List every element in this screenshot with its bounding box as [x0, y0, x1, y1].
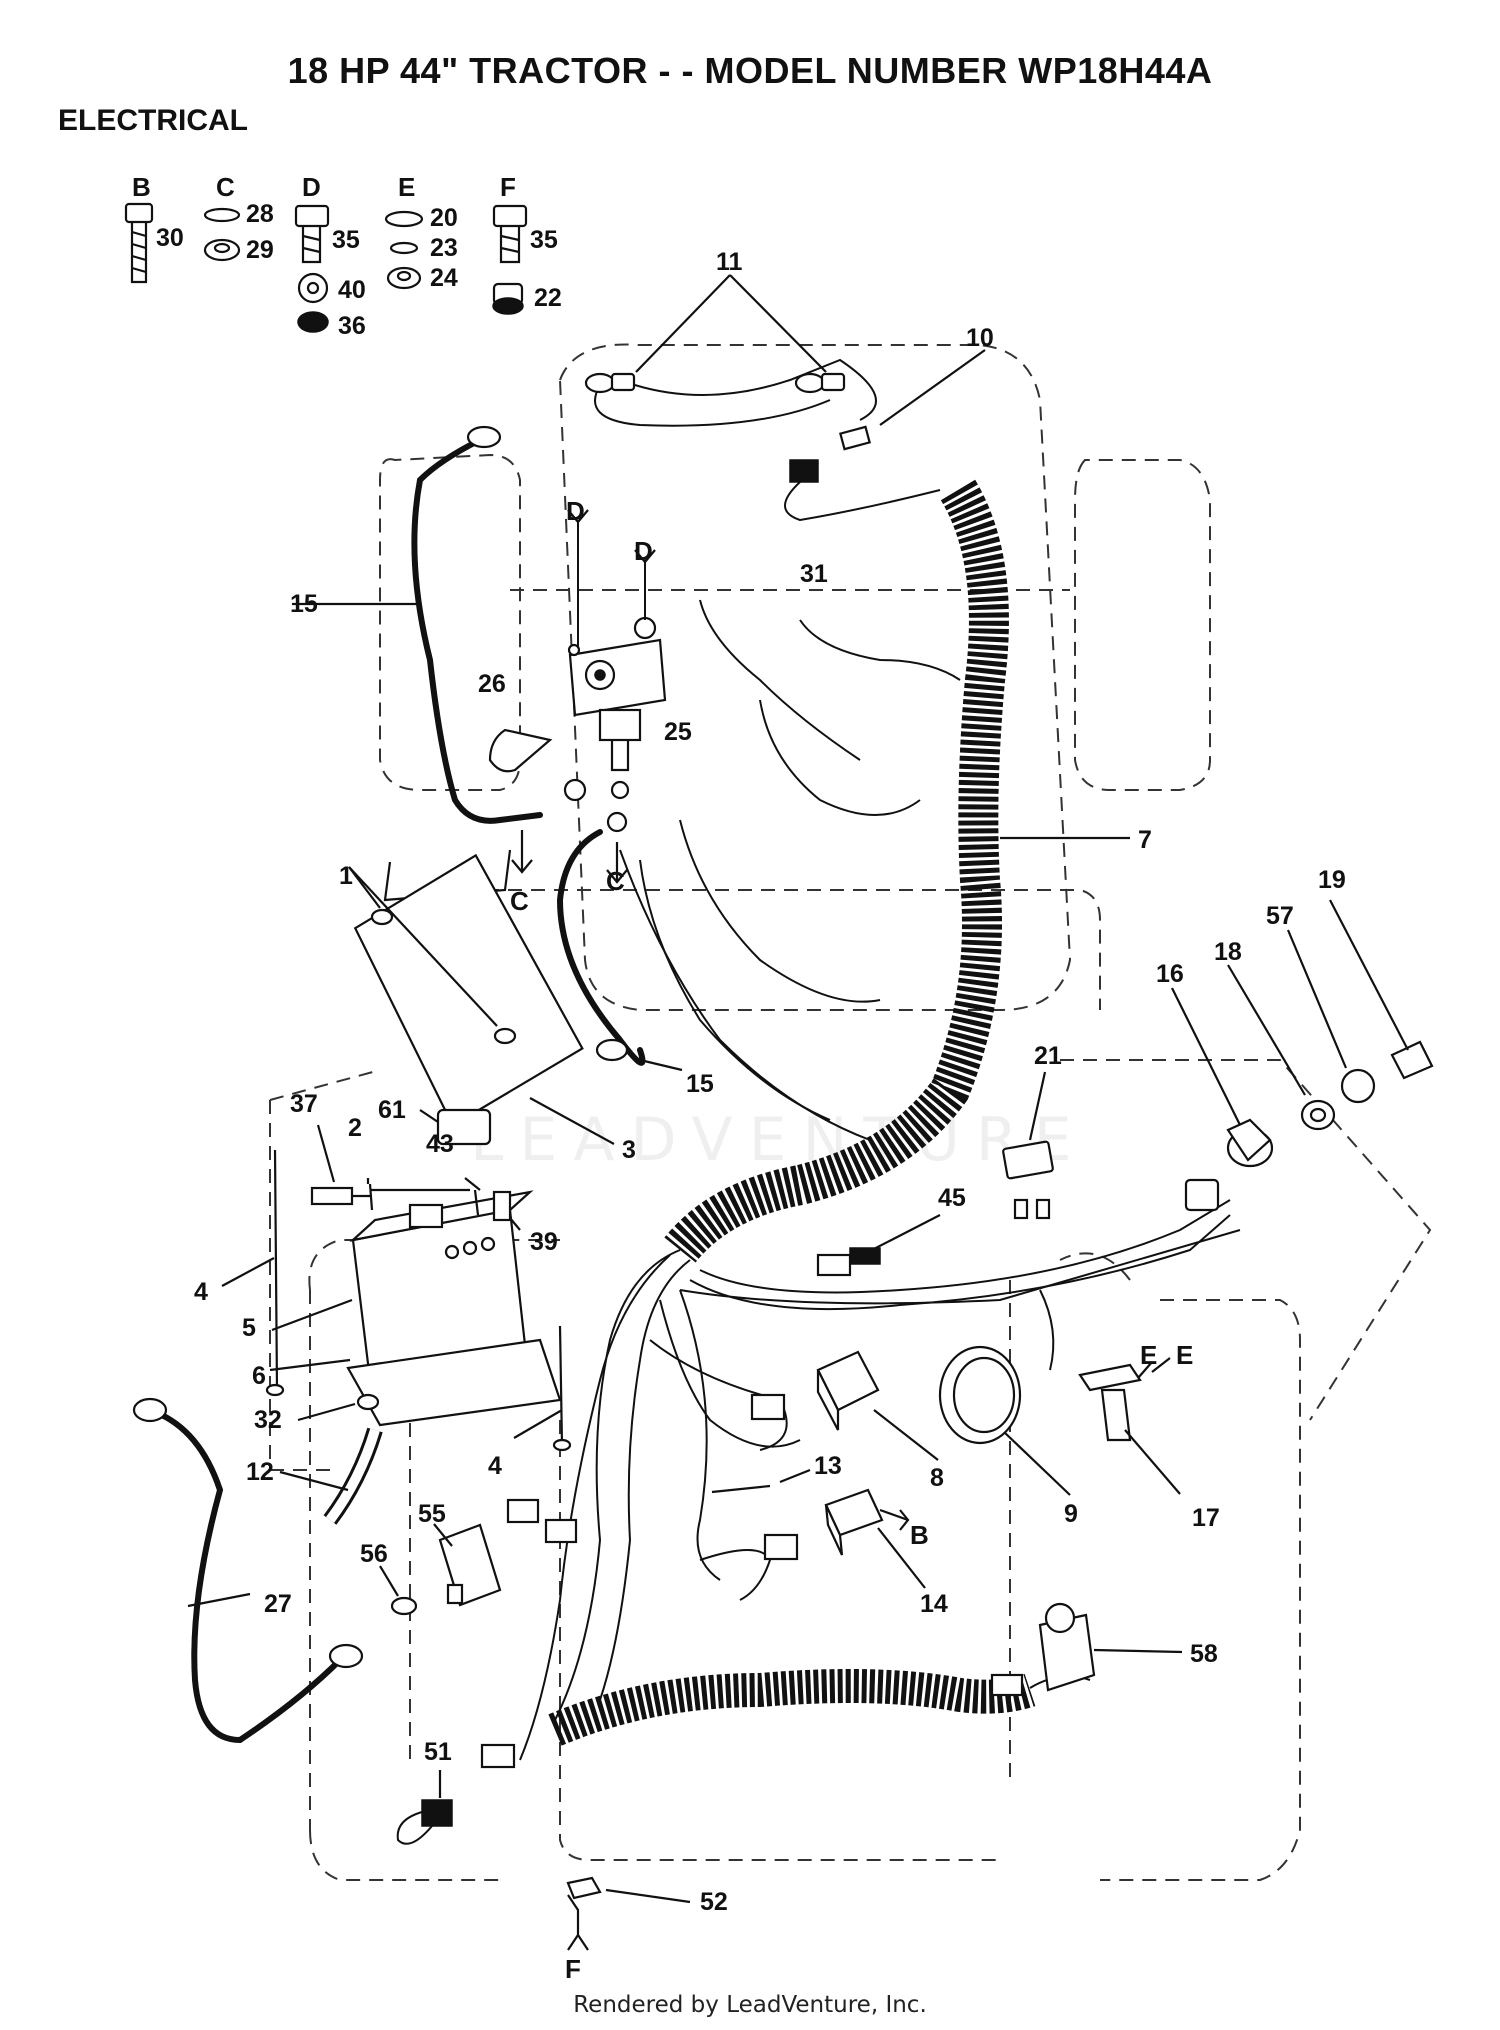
hardware-group-e: E 20 23 24	[384, 172, 458, 292]
relay-meter-bracket: E E	[816, 1340, 1193, 1496]
callout-56: 56	[360, 1540, 388, 1568]
callout-35-d: 35	[332, 226, 360, 254]
callout-labels: 1 2 3 4 4 5 6 7 8 9 10 11 12 13 14 15 15…	[194, 248, 1346, 1916]
callout-6: 6	[252, 1362, 266, 1390]
callout-16: 16	[1156, 960, 1184, 988]
callout-13: 13	[814, 1452, 842, 1480]
callout-3: 3	[622, 1136, 636, 1164]
callout-35-f: 35	[530, 226, 558, 254]
callout-40: 40	[338, 276, 366, 304]
callout-2: 2	[348, 1114, 362, 1142]
callout-15-bottom: 15	[686, 1070, 714, 1098]
callout-39: 39	[530, 1228, 558, 1256]
page-title: 18 HP 44" TRACTOR - - MODEL NUMBER WP18H…	[287, 50, 1213, 91]
callout-5: 5	[242, 1314, 256, 1342]
footer-credit: Rendered by LeadVenture, Inc.	[573, 1992, 927, 2018]
watermark-text: LEADVENTURE	[470, 1105, 1088, 1175]
callout-18: 18	[1214, 938, 1242, 966]
callout-22: 22	[534, 284, 562, 312]
callout-12: 12	[246, 1458, 274, 1486]
callout-1: 1	[339, 862, 353, 890]
conn-letter-b: B	[910, 1520, 929, 1550]
callout-58: 58	[1190, 1640, 1218, 1668]
conn-letter-d-2: D	[634, 536, 653, 566]
callout-45: 45	[938, 1184, 966, 1212]
hardware-group-b: B 30	[124, 172, 184, 284]
callout-30: 30	[156, 224, 184, 252]
callout-15-top: 15	[290, 590, 318, 618]
hardware-letter-f: F	[500, 172, 516, 202]
callout-37: 37	[290, 1090, 318, 1118]
callout-4-right: 4	[488, 1452, 502, 1480]
callout-32: 32	[254, 1406, 282, 1434]
callout-9: 9	[1064, 1500, 1078, 1528]
ground-cable-and-hose	[132, 1393, 383, 1744]
callout-28: 28	[246, 200, 274, 228]
hardware-letter-c: C	[216, 172, 235, 202]
harness-wires	[519, 599, 1241, 1761]
callout-55: 55	[418, 1500, 446, 1528]
ignition-switch-assembly	[1171, 899, 1434, 1212]
hardware-letter-e: E	[398, 172, 415, 202]
conn-letter-c-1: C	[510, 886, 529, 916]
hardware-group-c: C 28 29	[203, 172, 274, 264]
callout-31: 31	[800, 560, 828, 588]
conn-letter-e-2: E	[1176, 1340, 1193, 1370]
switch-and-connector	[816, 1071, 1054, 1277]
callout-36: 36	[338, 312, 366, 340]
tractor-outline	[269, 343, 1432, 1881]
callout-4-left: 4	[194, 1278, 208, 1306]
main-harness-conduit	[548, 479, 1130, 1746]
hardware-group-d: D 35 40 36	[294, 172, 366, 340]
rear-connectors: F	[396, 1393, 1183, 1984]
callout-8: 8	[930, 1464, 944, 1492]
callout-25: 25	[664, 718, 692, 746]
callout-26: 26	[478, 670, 506, 698]
callout-21: 21	[1034, 1042, 1062, 1070]
battery-cables: C C	[292, 425, 683, 1072]
conn-letter-c-2: C	[606, 866, 625, 896]
hardware-letter-b: B	[132, 172, 151, 202]
conn-letter-d-1: D	[566, 496, 585, 526]
conn-letter-f: F	[565, 1954, 581, 1984]
section-heading: ELECTRICAL	[58, 104, 248, 137]
headlight-harness	[584, 274, 986, 522]
conn-letter-e-1: E	[1140, 1340, 1157, 1370]
callout-27: 27	[264, 1590, 292, 1618]
callout-7: 7	[1138, 826, 1152, 854]
pto-switch	[379, 1523, 502, 1616]
callout-57: 57	[1266, 902, 1294, 930]
callout-20: 20	[430, 204, 458, 232]
callout-23: 23	[430, 234, 458, 262]
battery-hold-down	[348, 849, 615, 1145]
hardware-letter-d: D	[302, 172, 321, 202]
callout-14: 14	[920, 1590, 948, 1618]
callout-10: 10	[966, 324, 994, 352]
callout-24: 24	[430, 264, 458, 292]
callout-19: 19	[1318, 866, 1346, 894]
callout-43: 43	[426, 1130, 454, 1158]
battery-assembly	[221, 1108, 572, 1452]
callout-17: 17	[1192, 1504, 1220, 1532]
starter-solenoid: D D	[488, 496, 667, 833]
callout-29: 29	[246, 236, 274, 264]
hardware-group-f: F 35 22	[492, 172, 562, 315]
callout-52: 52	[700, 1888, 728, 1916]
callout-51: 51	[424, 1738, 452, 1766]
module-and-wire-tie: B	[711, 1468, 929, 1589]
callout-61: 61	[378, 1096, 406, 1124]
callout-11: 11	[716, 248, 743, 276]
